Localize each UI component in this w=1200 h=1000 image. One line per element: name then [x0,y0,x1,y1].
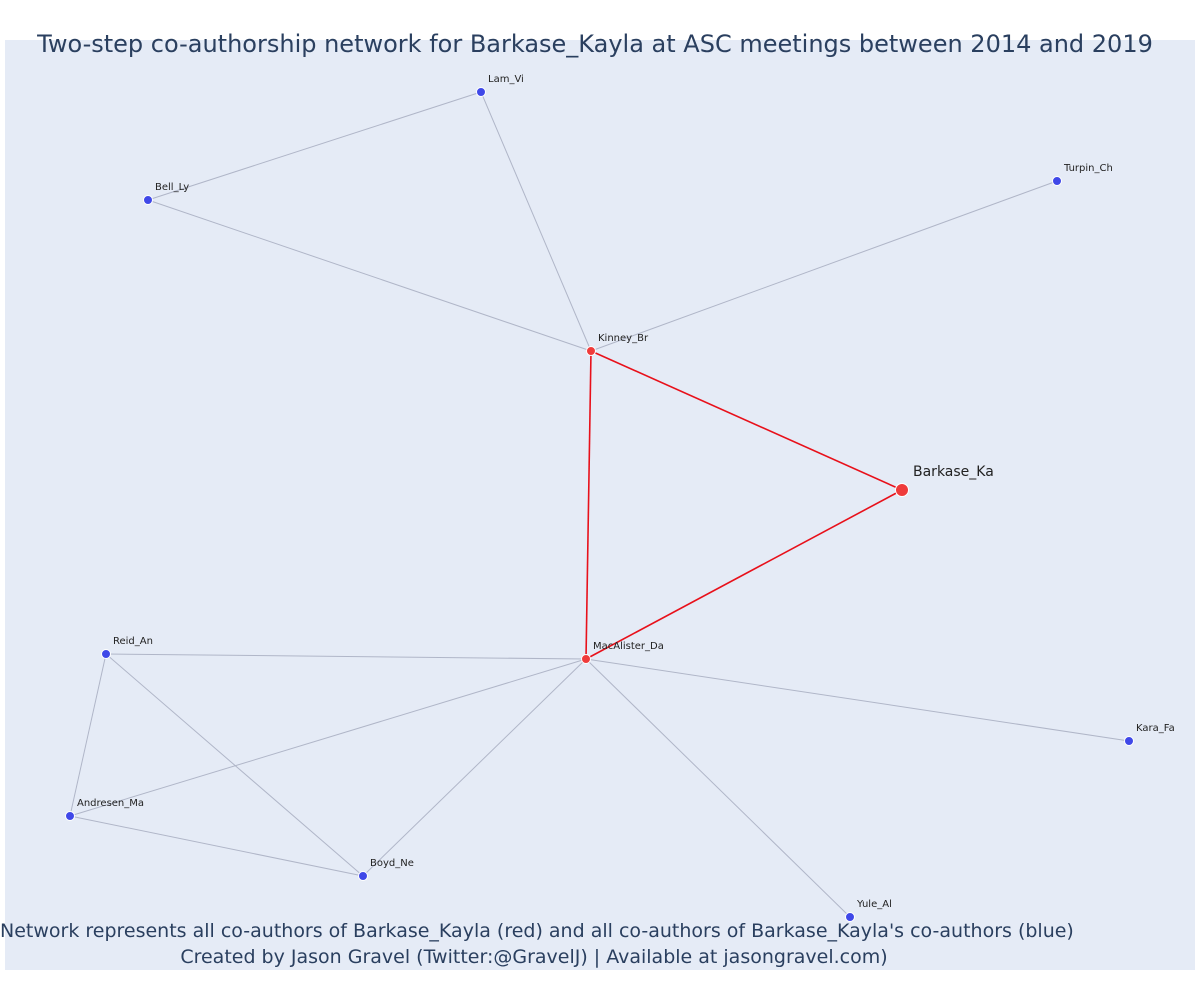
diagram-title: Two-step co-authorship network for Barka… [37,30,1153,58]
node-Bell_Ly[interactable] [143,195,153,205]
plot-background [5,40,1195,970]
node-Turpin_Ch[interactable] [1052,176,1062,186]
node-label-Yule_Al: Yule_Al [856,899,892,910]
edge-Kinney_Br-MacAlister_Da [585,350,592,660]
node-label-Boyd_Ne: Boyd_Ne [370,858,414,869]
edge-Lam_Vi-Kinney_Br [480,91,592,352]
edge-Andresen_Ma-Boyd_Ne [69,815,364,877]
node-Kara_Fa[interactable] [1124,736,1134,746]
edge-Andresen_Ma-MacAlister_Da [69,658,587,817]
node-Barkase_Ka[interactable] [895,483,909,497]
edge-Turpin_Ch-Kinney_Br [590,180,1058,352]
node-Kinney_Br[interactable] [586,346,596,356]
node-Yule_Al[interactable] [845,912,855,922]
diagram-caption: Network represents all co-authors of Bar… [0,918,1074,970]
caption-line-1: Network represents all co-authors of Bar… [0,920,1074,942]
edge-MacAlister_Da-Barkase_Ka [585,489,903,660]
edge-MacAlister_Da-Kara_Fa [585,658,1130,742]
edge-Reid_An-Andresen_Ma [69,653,107,817]
node-Boyd_Ne[interactable] [358,871,368,881]
node-label-MacAlister_Da: MacAlister_Da [593,641,664,652]
edge-Bell_Ly-Kinney_Br [147,199,592,352]
node-label-Reid_An: Reid_An [113,636,153,647]
edge-Reid_An-MacAlister_Da [105,653,587,660]
edge-Kinney_Br-Barkase_Ka [590,350,903,491]
nodes-layer [65,87,1134,922]
node-Reid_An[interactable] [101,649,111,659]
node-label-Turpin_Ch: Turpin_Ch [1063,163,1113,174]
node-label-Kinney_Br: Kinney_Br [598,333,649,344]
node-label-Bell_Ly: Bell_Ly [155,182,189,193]
caption-line-2: Created by Jason Gravel (Twitter:@Gravel… [180,946,888,968]
edge-Reid_An-Boyd_Ne [105,653,364,877]
node-MacAlister_Da[interactable] [581,654,591,664]
edge-Bell_Ly-Lam_Vi [147,91,482,201]
node-Andresen_Ma[interactable] [65,811,75,821]
node-label-Barkase_Ka: Barkase_Ka [913,464,994,480]
edges-layer [69,91,1130,918]
node-label-Kara_Fa: Kara_Fa [1136,723,1175,734]
node-label-Lam_Vi: Lam_Vi [488,74,524,85]
node-Lam_Vi[interactable] [476,87,486,97]
node-label-Andresen_Ma: Andresen_Ma [77,798,144,809]
edge-Boyd_Ne-MacAlister_Da [362,658,587,877]
edge-MacAlister_Da-Yule_Al [585,658,851,918]
